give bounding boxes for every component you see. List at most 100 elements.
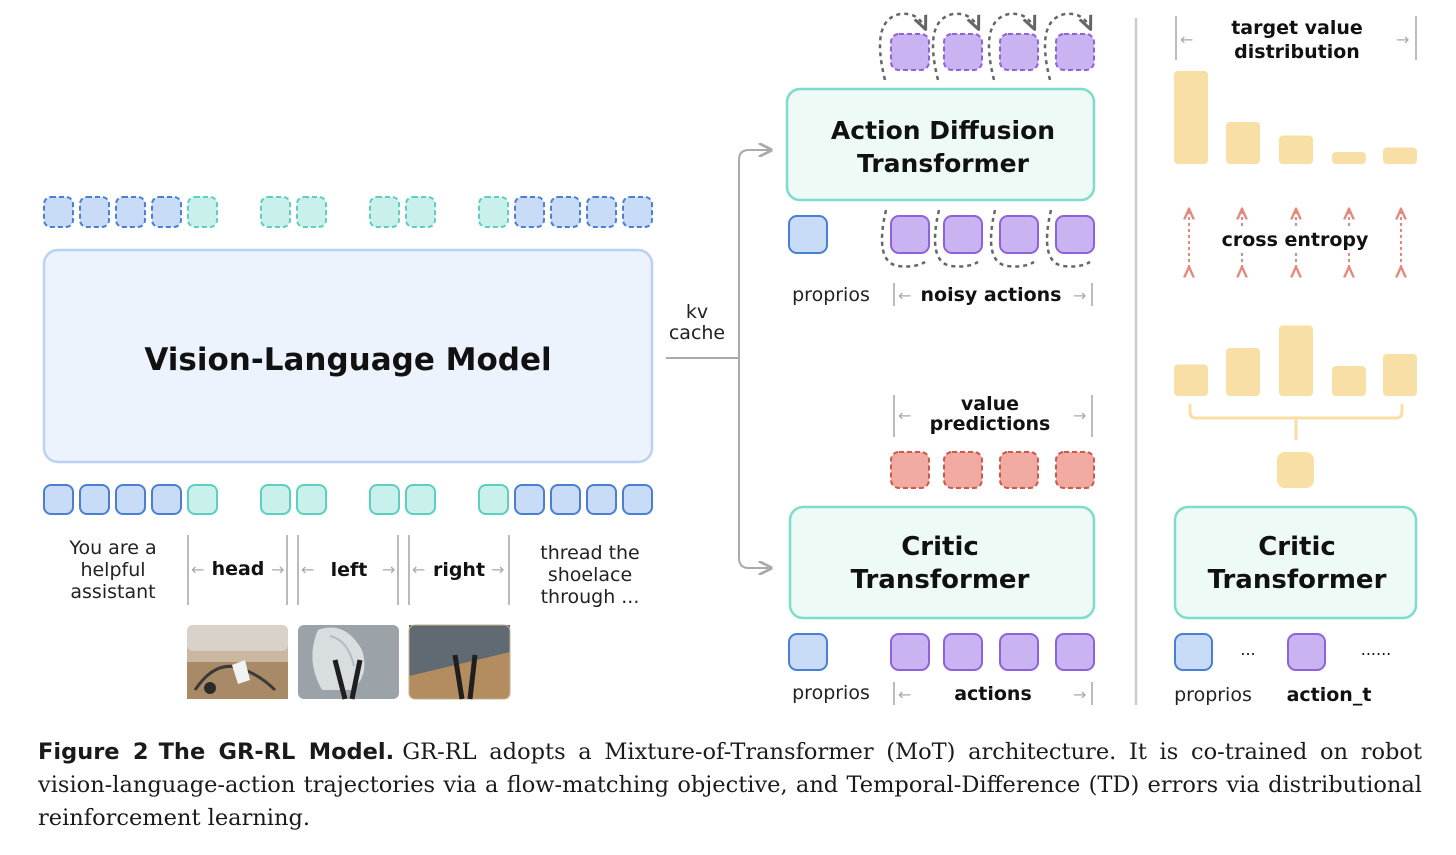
action-tokens: [890, 633, 1095, 671]
predicted-distribution-bars: [1174, 325, 1417, 396]
value-predictions-label-2: predictions: [930, 413, 1051, 435]
vlm-box: [42, 248, 654, 464]
action-t-label: action_t: [1287, 684, 1372, 706]
action-token: [999, 633, 1039, 671]
left-arrow-icon: ←: [898, 286, 911, 305]
prompt-text: You are a helpful assistant: [68, 537, 156, 603]
proprio-token: [788, 215, 828, 254]
vlm-output-token-blue: [550, 196, 581, 228]
critic-title-1: Critic: [901, 532, 979, 562]
target-distribution-bar: [1332, 152, 1366, 164]
camera-image-right: [408, 624, 511, 700]
left-arrow-icon: ←: [898, 406, 911, 425]
value-prediction-token: [890, 451, 930, 489]
vlm-output-token-teal: [369, 196, 400, 228]
prompt-line-3: assistant: [70, 581, 155, 603]
value-prediction-token: [999, 451, 1039, 489]
vlm-title: Vision-Language Model: [144, 342, 551, 378]
vlm-output-token-blue: [115, 196, 146, 228]
vlm-input-token-blue: [622, 484, 653, 515]
action-diffusion-box: [785, 87, 1096, 202]
vlm-input-token-blue: [586, 484, 617, 515]
prompt-line-1: You are a: [68, 537, 156, 559]
predicted-distribution-bar: [1332, 366, 1366, 396]
vlm-input-token-teal: [260, 484, 291, 515]
right-arrow-icon: →: [1073, 685, 1086, 704]
vlm-output-token-blue: [622, 196, 653, 228]
denoised-action-token: [999, 33, 1039, 71]
target-label-1: target value: [1231, 17, 1363, 39]
vlm-input-token-teal: [405, 484, 436, 515]
vlm-input-tokens: [43, 484, 653, 515]
vlm-input-token-blue: [514, 484, 545, 515]
vlm-output-token-blue: [514, 196, 545, 228]
vlm-output-token-blue: [586, 196, 617, 228]
noisy-action-token: [1055, 215, 1095, 254]
prompt-line-2: helpful: [80, 559, 145, 581]
vlm-input-token-teal: [478, 484, 509, 515]
actions-label: actions: [954, 683, 1032, 705]
predicted-distribution-bar: [1226, 348, 1260, 396]
target-distribution-bar: [1279, 135, 1313, 164]
critic-box: [788, 505, 1096, 620]
view-brackets: [187, 535, 510, 605]
instruction-line-1: thread the: [540, 542, 640, 564]
svg-text:→: →: [271, 560, 284, 579]
vlm-output-token-teal: [260, 196, 291, 228]
view-label-left: left: [331, 559, 368, 581]
value-token: [1277, 452, 1314, 488]
critic-title-2: Transformer: [851, 565, 1030, 595]
noisy-action-token: [999, 215, 1039, 254]
critic-right-title-1: Critic: [1258, 532, 1336, 562]
view-label-head: head: [212, 558, 265, 580]
svg-text:→: →: [382, 560, 395, 579]
noisy-action-token: [890, 215, 930, 254]
vlm-output-token-teal: [405, 196, 436, 228]
bottom-loop-arrows: [880, 209, 1091, 268]
critic-box-right: [1173, 505, 1418, 620]
value-prediction-tokens: [890, 451, 1095, 489]
vlm-output-token-blue: [43, 196, 74, 228]
action-token: [1287, 633, 1326, 671]
right-arrow-icon: →: [1396, 30, 1409, 49]
proprio-token: [1174, 633, 1213, 671]
caption-label: Figure 2: [38, 739, 149, 765]
proprio-token: [788, 633, 828, 671]
kv-cache-label-1: kv: [686, 301, 708, 323]
denoised-action-token: [943, 33, 983, 71]
vlm-input-token-teal: [369, 484, 400, 515]
view-arrows: ←→ ←→ ←→: [191, 560, 504, 579]
value-predictions-label-1: value: [961, 393, 1019, 415]
target-distribution-bar: [1383, 147, 1417, 164]
kv-cache-label-2: cache: [669, 322, 725, 344]
right-arrow-icon: →: [1073, 406, 1086, 425]
vlm-input-token-teal: [296, 484, 327, 515]
distribution-bracket: [1188, 404, 1404, 420]
svg-text:←: ←: [191, 560, 204, 579]
proprios-label-top: proprios: [792, 284, 870, 306]
predicted-distribution-bar: [1279, 325, 1313, 396]
vlm-output-token-teal: [296, 196, 327, 228]
caption-text: GR-RL adopts a Mixture-of-Transformer (M…: [38, 739, 1423, 831]
kv-cache-branch-bottom: [738, 358, 771, 568]
instruction-text: thread the shoelace through ...: [540, 542, 640, 608]
instruction-line-2: shoelace: [548, 564, 632, 586]
target-distribution-bars: [1174, 71, 1417, 164]
kv-cache-branch-top: [738, 150, 771, 358]
target-distribution-bar: [1174, 71, 1208, 164]
svg-text:←: ←: [301, 560, 314, 579]
left-arrow-icon: ←: [1180, 30, 1193, 49]
vlm-input-token-blue: [79, 484, 110, 515]
denoised-action-token: [1055, 33, 1095, 71]
noisy-action-token: [943, 215, 983, 254]
predicted-distribution-bar: [1383, 354, 1417, 396]
svg-text:←: ←: [412, 560, 425, 579]
cross-entropy-label: cross entropy: [1222, 229, 1369, 251]
vlm-output-token-blue: [151, 196, 182, 228]
vlm-output-token-teal: [478, 196, 509, 228]
proprios-label-right: proprios: [1174, 684, 1252, 706]
cross-entropy-arrows: [1189, 210, 1401, 268]
view-label-right: right: [433, 559, 485, 581]
noisy-action-tokens: [890, 215, 1095, 254]
